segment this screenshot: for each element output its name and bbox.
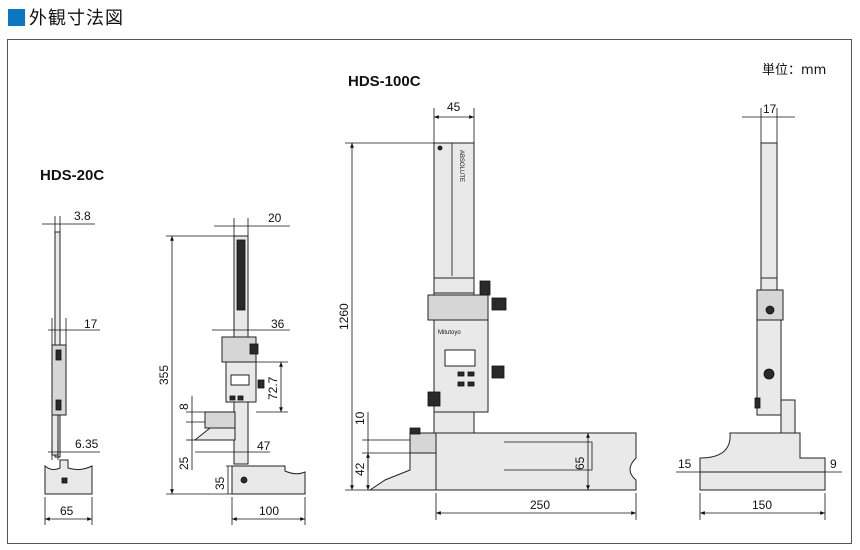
large-scriber-clamp bbox=[409, 432, 437, 454]
dim-small-side-scriber: 6.35 bbox=[75, 437, 99, 451]
front-base-screw bbox=[240, 476, 248, 484]
dim-large-side-left: 15 bbox=[678, 457, 692, 471]
header-square-icon bbox=[8, 8, 25, 26]
large-front-view: ABSOLUTE Mitutoyo 45 1260 10 42 bbox=[337, 100, 637, 520]
side-knob-lower bbox=[55, 399, 62, 411]
large-scriber bbox=[368, 452, 437, 491]
section-title: 外観寸法図 bbox=[29, 8, 124, 29]
large-slider-top bbox=[427, 294, 489, 321]
dim-small-front-reach: 47 bbox=[257, 439, 271, 453]
large-lcd-display bbox=[444, 349, 476, 367]
large-top-knob bbox=[479, 280, 491, 296]
large-side-view: 17 15 9 150 bbox=[676, 102, 842, 520]
small-side-view: 3.8 17 6.35 65 bbox=[42, 209, 100, 525]
front-scriber bbox=[204, 411, 236, 429]
dim-large-base-height: 65 bbox=[573, 456, 587, 470]
dim-large-column: 45 bbox=[447, 100, 461, 114]
front-scriber-tip bbox=[193, 427, 236, 441]
dim-small-front-lower: 25 bbox=[177, 456, 191, 470]
side-scriber bbox=[51, 414, 59, 456]
large-side-column bbox=[760, 142, 778, 279]
large-body-logo: Mitutoyo bbox=[438, 330, 461, 336]
large-side-feed-knob bbox=[763, 368, 775, 380]
front-feed-knob bbox=[257, 379, 265, 389]
large-button-2 bbox=[467, 371, 475, 377]
large-button-1 bbox=[457, 371, 465, 377]
small-front-view: 20 36 355 72.7 8 47 25 35 100 bbox=[157, 211, 306, 525]
large-side-base-top bbox=[699, 432, 826, 473]
dim-small-front-base-height: 35 bbox=[213, 476, 227, 490]
model-label-small: HDS-20C bbox=[40, 167, 104, 184]
large-scale-mark: ABSOLUTE bbox=[458, 150, 464, 182]
dim-small-side-slider: 17 bbox=[84, 317, 98, 331]
large-column-mid bbox=[433, 277, 475, 294]
large-lock-knob bbox=[491, 297, 507, 311]
front-lock-knob bbox=[249, 343, 259, 355]
dim-small-front-column: 20 bbox=[268, 211, 282, 225]
dim-large-side-base: 150 bbox=[752, 498, 772, 512]
large-column-screw bbox=[437, 145, 443, 151]
section-header: 外観寸法図 bbox=[8, 5, 124, 29]
side-base bbox=[44, 459, 93, 495]
large-side-column-mid bbox=[760, 277, 778, 291]
large-side-clip bbox=[754, 397, 761, 409]
dim-large-base: 250 bbox=[530, 498, 550, 512]
front-lcd-display bbox=[230, 374, 250, 386]
large-base bbox=[435, 432, 637, 491]
large-side-knob-top bbox=[765, 305, 775, 315]
side-slider bbox=[51, 344, 67, 416]
dim-small-front-base: 100 bbox=[259, 504, 279, 518]
front-button-2 bbox=[237, 395, 244, 401]
front-button-1 bbox=[229, 395, 236, 401]
large-side-base bbox=[699, 471, 826, 491]
large-clamp-screw bbox=[409, 427, 421, 435]
dim-large-side-column: 17 bbox=[763, 102, 777, 116]
large-feed-knob bbox=[491, 365, 505, 379]
dim-large-side-right: 9 bbox=[830, 457, 837, 471]
side-knob bbox=[55, 349, 62, 361]
large-column-upper bbox=[433, 142, 475, 279]
dim-small-front-slider: 36 bbox=[271, 317, 285, 331]
dim-large-lower: 42 bbox=[353, 462, 367, 476]
dim-small-side-thickness: 3.8 bbox=[74, 209, 91, 223]
front-scale-dark bbox=[236, 239, 246, 311]
dim-small-side-base: 65 bbox=[60, 504, 74, 518]
dim-small-front-body: 72.7 bbox=[266, 376, 280, 400]
large-side-body bbox=[756, 319, 782, 416]
side-base-screw bbox=[61, 477, 68, 484]
dim-small-front-scriber: 8 bbox=[177, 403, 191, 410]
dim-large-height: 1260 bbox=[337, 303, 351, 330]
model-label-large: HDS-100C bbox=[348, 73, 421, 90]
dim-large-scriber: 10 bbox=[353, 411, 367, 425]
large-button-3 bbox=[457, 381, 465, 387]
drawing-frame bbox=[7, 39, 852, 544]
large-button-4 bbox=[467, 381, 475, 387]
large-side-knob bbox=[427, 391, 441, 407]
unit-label: 単位：mm bbox=[762, 62, 826, 78]
dim-small-front-height: 355 bbox=[157, 365, 171, 385]
large-side-slider-top bbox=[756, 289, 784, 321]
front-base bbox=[231, 465, 306, 495]
